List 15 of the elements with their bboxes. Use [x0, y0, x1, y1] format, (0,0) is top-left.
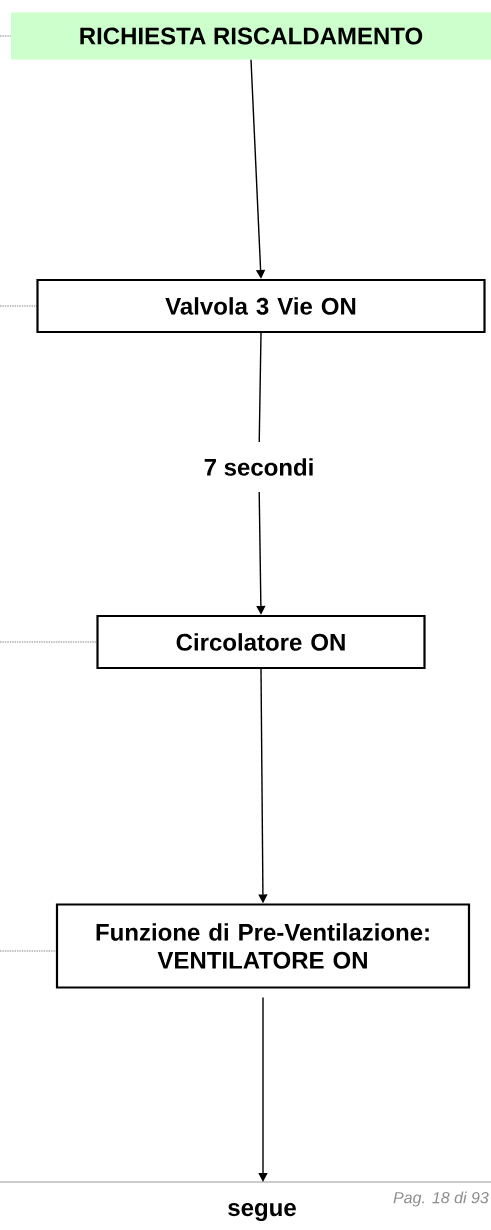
process-box: Valvola 3 Vie ON: [36, 278, 486, 334]
start-box: RICHIESTA RISCALDAMENTO: [11, 12, 491, 60]
step-text: segue: [228, 1203, 296, 1221]
arrow: [258, 996, 268, 1182]
leader-line: [0, 950, 57, 952]
connector-line: [258, 332, 262, 443]
arrow: [256, 491, 266, 615]
step-text: 7 secondi: [204, 458, 313, 476]
process-box: Circolatore ON: [96, 614, 426, 670]
page-number: Pag. 18 di 93: [393, 1191, 489, 1207]
arrow: [250, 59, 266, 279]
leader-line: [0, 35, 12, 37]
leader-line: [0, 641, 97, 643]
process-box: Funzione di Pre-Ventilazione: VENTILATORE ON: [55, 903, 471, 989]
leader-line: [0, 305, 37, 307]
